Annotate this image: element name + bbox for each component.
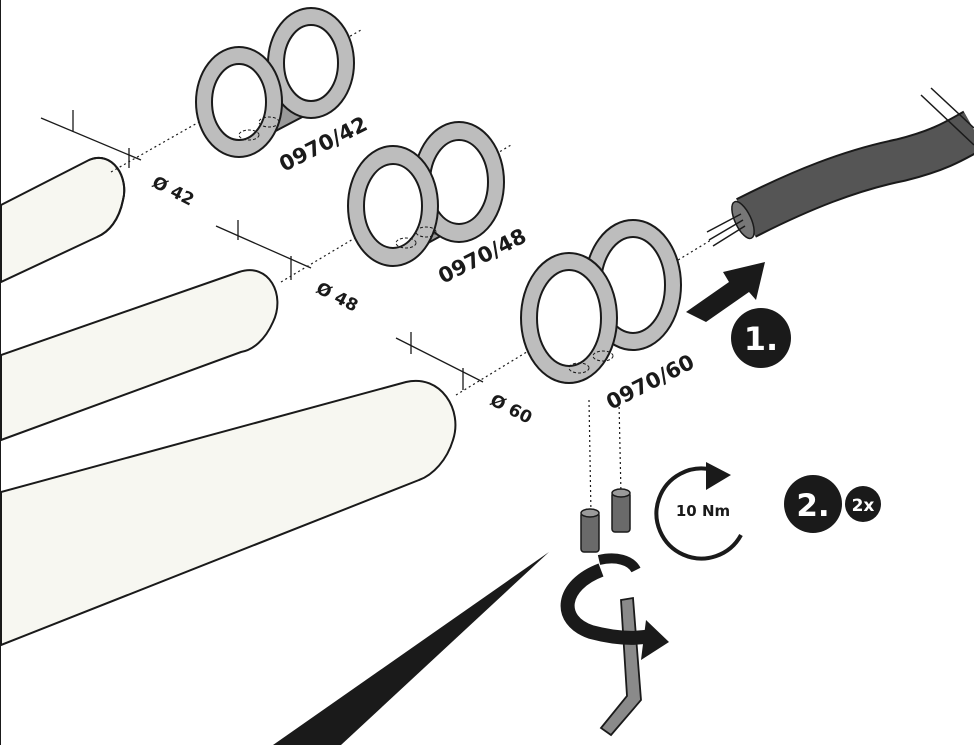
diameter-label-42: Ø 42 — [149, 173, 197, 211]
rotate-arrow-icon — [654, 466, 743, 561]
tube-60 — [1, 379, 457, 647]
alignment-lines — [110, 29, 712, 516]
ring-0970-42 — [195, 7, 355, 158]
ring-0970-60 — [520, 219, 682, 384]
step-2-label: 2. — [796, 488, 829, 524]
dim-60-marks — [395, 332, 484, 390]
insert-arrow-icon — [686, 262, 765, 322]
step-1-badge: 1. — [731, 308, 791, 368]
ring-0970-48 — [347, 121, 505, 267]
twist-arrow-icon — [560, 553, 669, 660]
diameter-label-60: Ø 60 — [487, 391, 535, 429]
torque-label: 10 Nm — [676, 502, 730, 520]
diameter-label-48: Ø 48 — [313, 279, 361, 317]
repeat-label: 2x — [852, 496, 875, 516]
cable — [706, 87, 974, 247]
step-1-label: 1. — [744, 320, 778, 358]
hex-key-icon — [599, 596, 642, 737]
part-label-0970-60: 0970/60 — [602, 350, 698, 415]
rotate-arrowhead — [706, 462, 731, 490]
grub-screw-icon — [580, 488, 631, 553]
wedge-shape — [273, 552, 549, 745]
step-2-badge: 2. — [784, 475, 842, 533]
dim-42-marks — [40, 110, 142, 168]
tube-42 — [1, 157, 126, 284]
dim-48-marks — [215, 220, 312, 280]
tube-48 — [1, 269, 279, 442]
repeat-badge: 2x — [845, 486, 881, 522]
